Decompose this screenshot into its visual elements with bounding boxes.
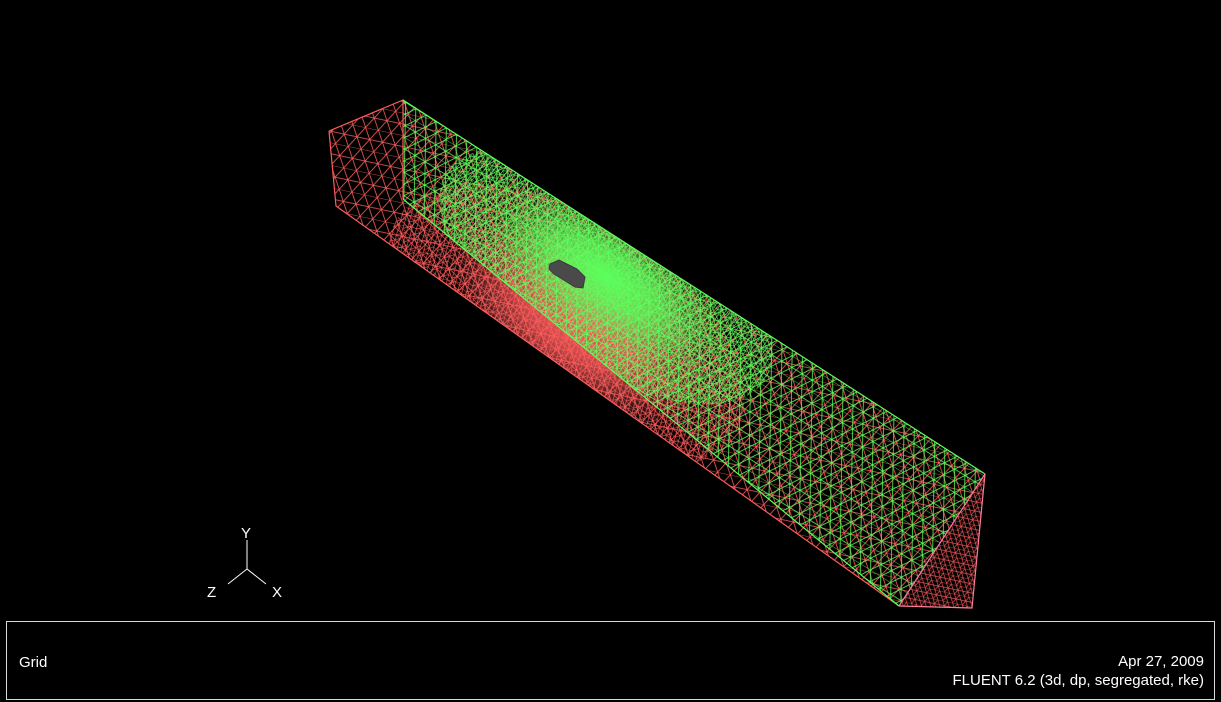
axis-y-label: Y bbox=[241, 525, 251, 542]
vehicle-body bbox=[548, 259, 586, 289]
axis-z-label: Z bbox=[207, 584, 216, 601]
caption-date: Apr 27, 2009 bbox=[1118, 653, 1204, 670]
axis-triad: Y Z X bbox=[207, 525, 282, 601]
axis-x-label: X bbox=[272, 584, 282, 601]
caption-solver: FLUENT 6.2 (3d, dp, segregated, rke) bbox=[952, 672, 1204, 689]
caption-title: Grid bbox=[19, 654, 48, 671]
graphics-viewport[interactable]: Y Z X bbox=[6, 6, 1215, 620]
mesh-display[interactable]: Y Z X bbox=[6, 6, 1215, 620]
mesh-wall-green bbox=[403, 100, 985, 606]
domain-outline bbox=[328, 99, 986, 609]
caption-bar: Grid Apr 27, 2009 FLUENT 6.2 (3d, dp, se… bbox=[6, 621, 1215, 700]
caption-info: Apr 27, 2009 FLUENT 6.2 (3d, dp, segrega… bbox=[952, 652, 1204, 690]
